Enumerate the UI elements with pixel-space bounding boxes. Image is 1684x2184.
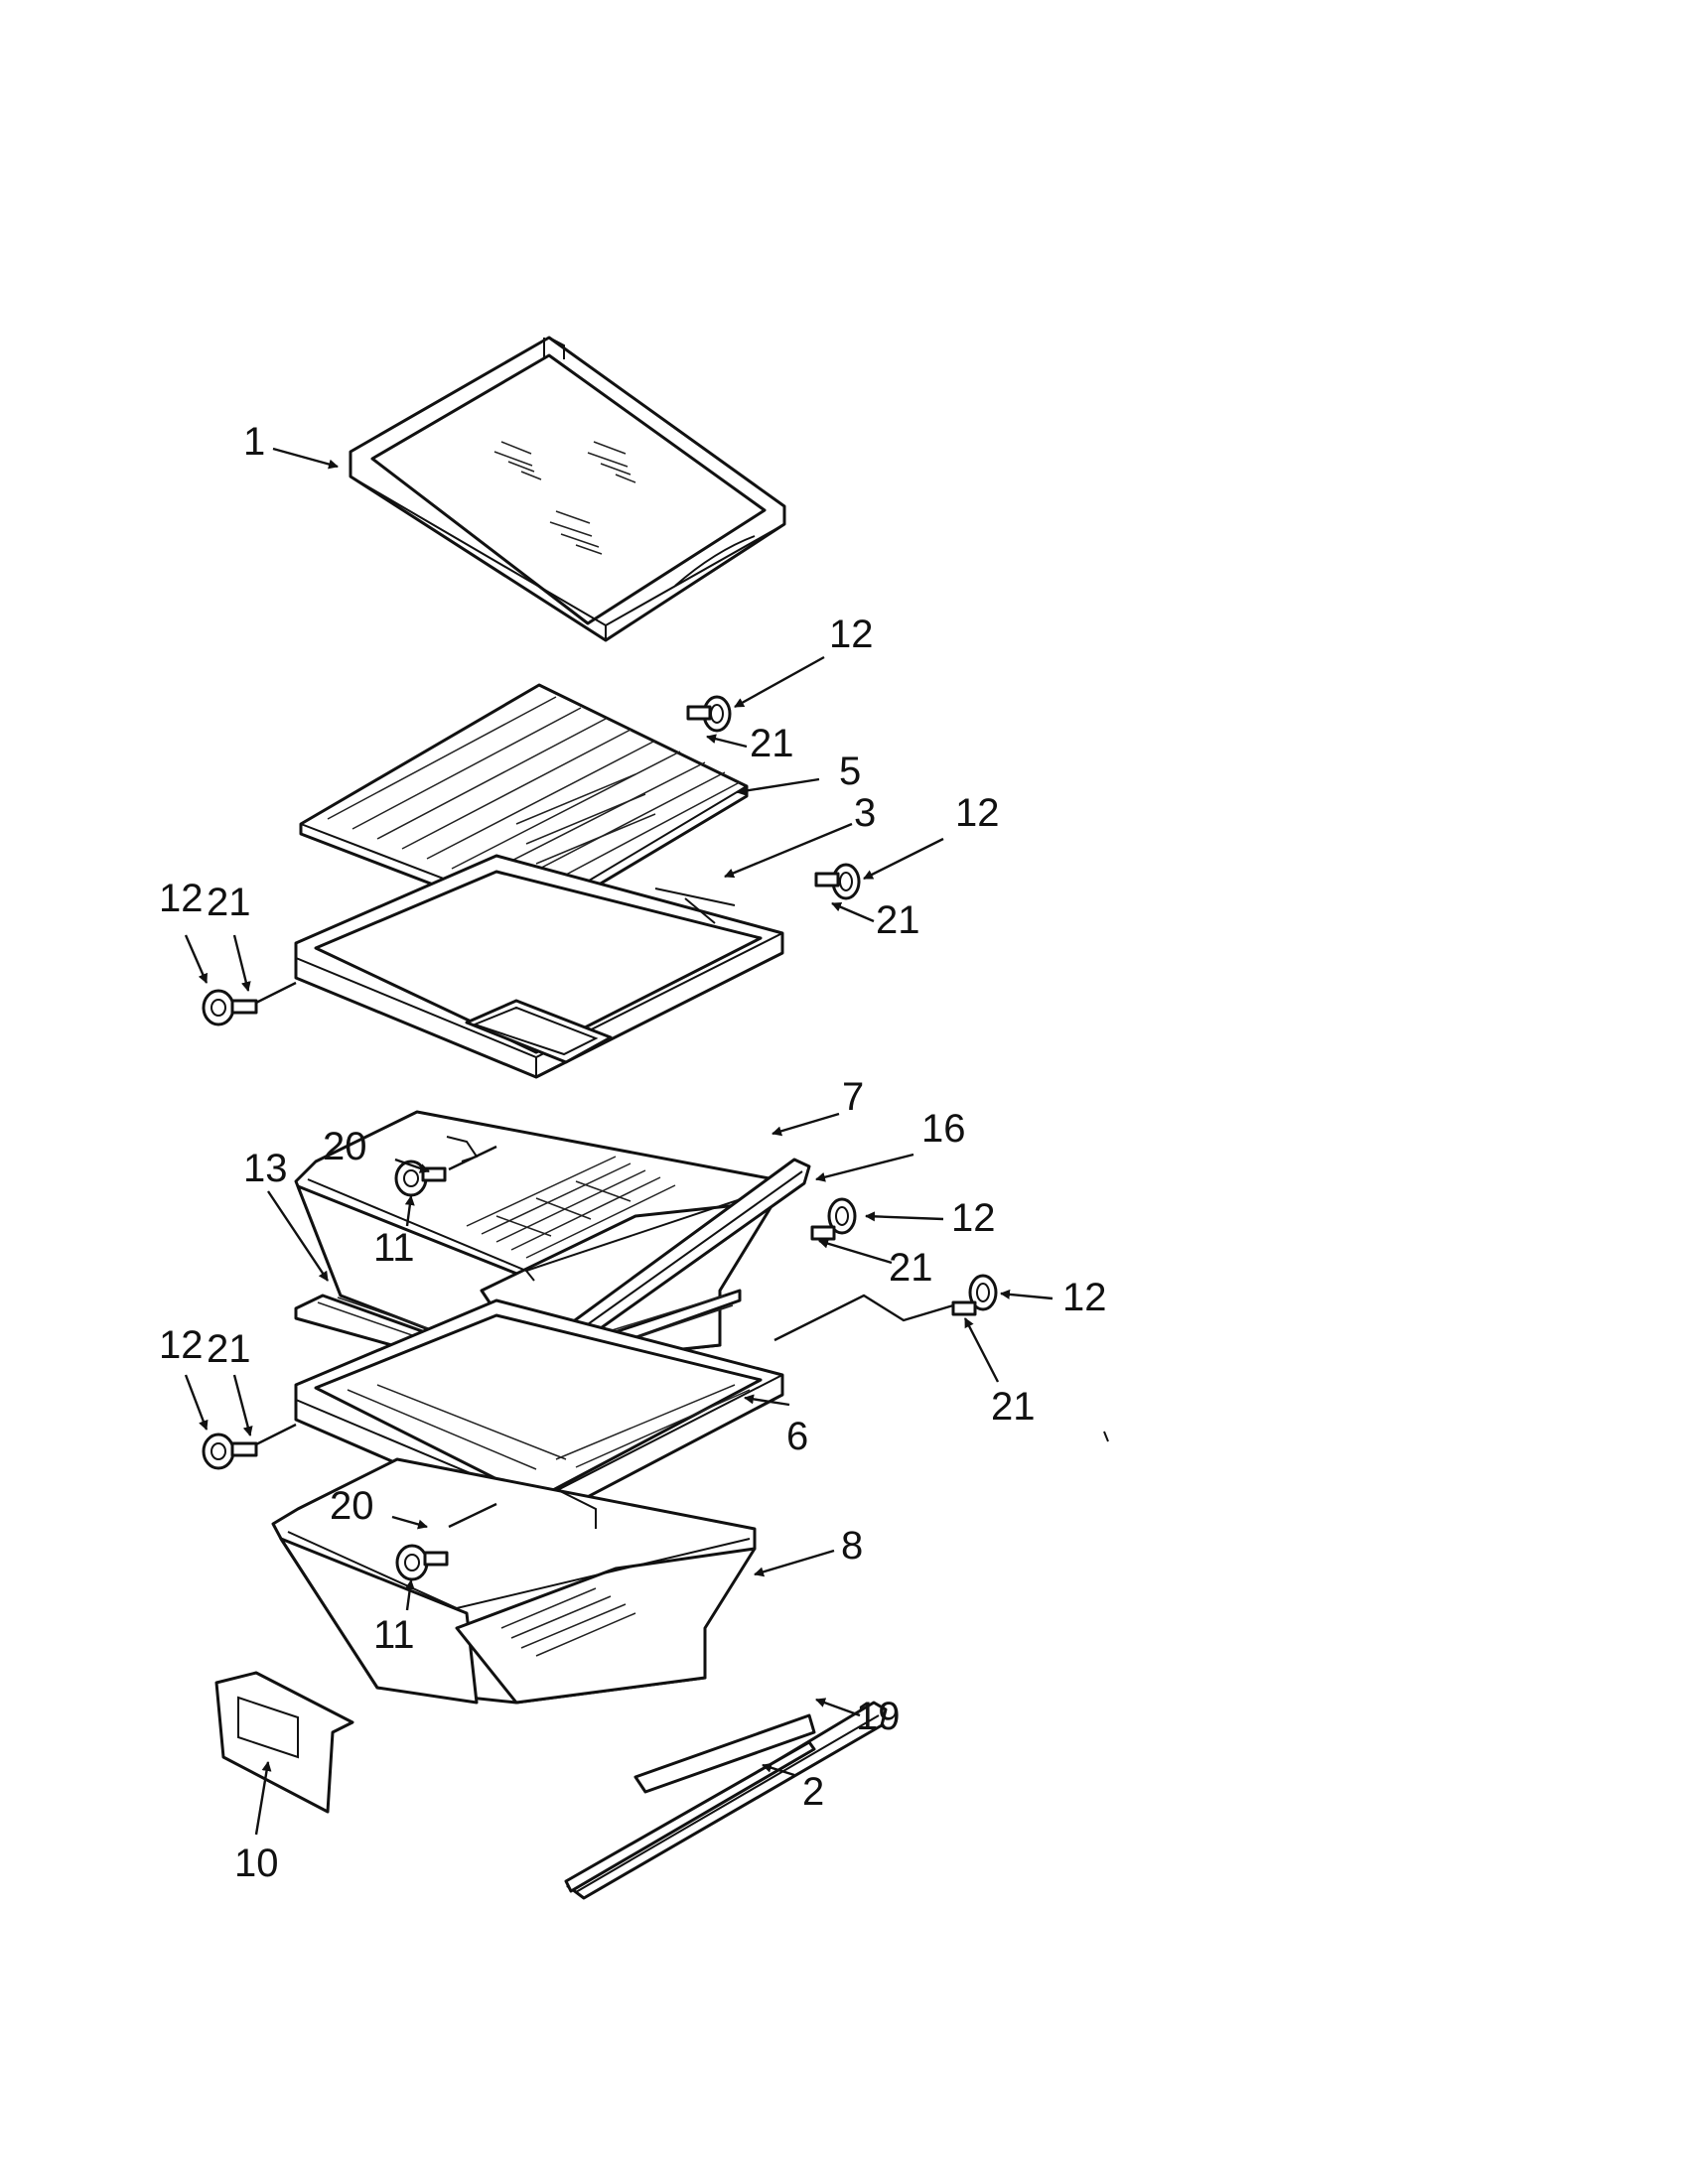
lower-crisper-drawer: [271, 1457, 757, 1705]
top-glass-shelf: [349, 336, 786, 642]
callout-19: 19: [856, 1695, 901, 1738]
upper-shelf-frame: [294, 854, 784, 1079]
callout-5: 5: [839, 750, 861, 793]
callout-20: 20: [330, 1484, 374, 1528]
roller-11b: [395, 1544, 449, 1581]
roller-12c: [202, 989, 258, 1026]
roller-fasteners: [202, 695, 998, 1581]
roller-12e: [951, 1274, 998, 1316]
callout-16: 16: [921, 1107, 966, 1151]
callout-10: 10: [234, 1842, 279, 1885]
callout-12: 12: [1062, 1276, 1107, 1319]
callout-11: 11: [373, 1613, 415, 1657]
callout-21: 21: [750, 722, 794, 765]
front-cover-strip: [564, 1713, 816, 1893]
callout-6: 6: [786, 1415, 808, 1458]
glass-insert: [299, 683, 749, 925]
callout-21: 21: [207, 881, 251, 924]
callout-11: 11: [373, 1226, 415, 1270]
callout-20: 20: [323, 1125, 367, 1168]
roller-12b: [814, 863, 861, 900]
callout-12: 12: [951, 1196, 996, 1240]
callout-12: 12: [159, 877, 204, 920]
callout-12: 12: [955, 791, 1000, 835]
callout-7: 7: [842, 1075, 864, 1119]
callout-12: 12: [829, 613, 874, 656]
callout-21: 21: [991, 1385, 1036, 1429]
callout-21: 21: [207, 1327, 251, 1371]
meat-pan-insert: [465, 999, 613, 1064]
roller-12a: [686, 695, 732, 733]
roller-11a: [394, 1160, 447, 1197]
callout-1: 1: [243, 420, 265, 464]
leader-lines: [184, 447, 1053, 1836]
roller-12f: [202, 1433, 258, 1470]
produce-label-card: [214, 1671, 354, 1814]
callout-3: 3: [854, 791, 876, 835]
callout-21: 21: [889, 1246, 933, 1290]
stray-mark: [1103, 1431, 1109, 1442]
callout-21: 21: [876, 898, 920, 942]
callout-2: 2: [802, 1770, 824, 1814]
callout-12: 12: [159, 1323, 204, 1367]
callout-13: 13: [243, 1147, 288, 1190]
callout-labels: 1 12 21 5 3 12 21 12 21 20 7 16 11 13 12…: [159, 420, 1107, 1885]
roller-12d: [810, 1197, 857, 1241]
callout-8: 8: [841, 1524, 863, 1568]
